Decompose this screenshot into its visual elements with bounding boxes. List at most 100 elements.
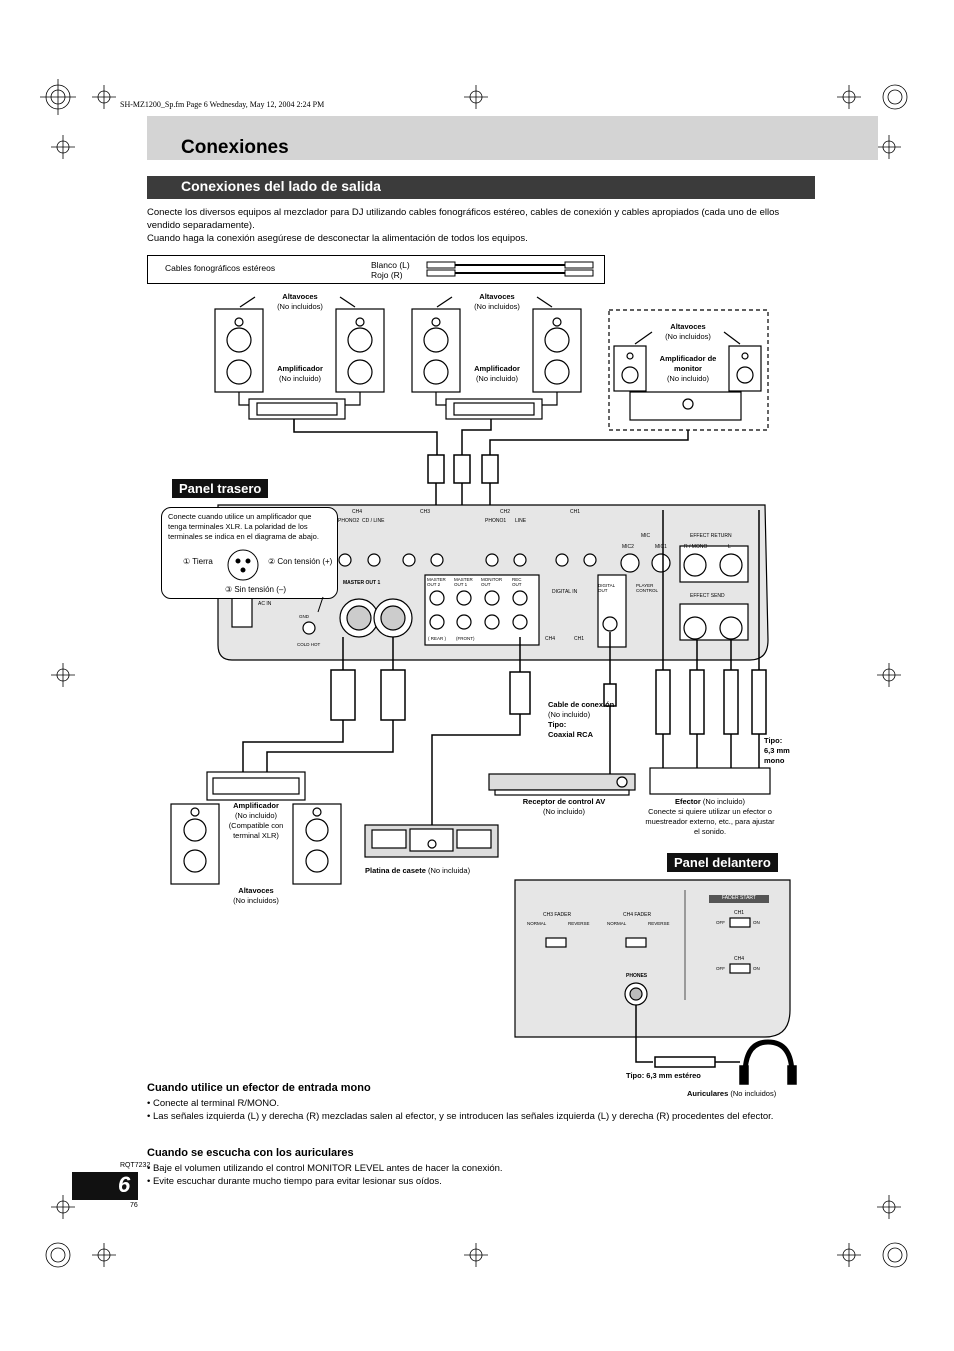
headphones-bullets: • Baje el volumen utilizando el control … [147, 1162, 815, 1188]
label-ch2: CH2 [500, 509, 511, 515]
label-off-2: OFF [716, 966, 725, 971]
rear-panel [217, 504, 769, 661]
label-master-out1b: MASTER OUT 1 [454, 577, 473, 587]
label-cdline: CD / LINE [362, 518, 385, 524]
speakers-2-title: Altavoces [479, 292, 515, 301]
intro-line-2: Cuando haga la conexión asegúrese de des… [147, 233, 528, 244]
label-effect-send: EFFECT SEND [690, 593, 725, 599]
cable-legend-red: Rojo (R) [371, 270, 403, 280]
cable-legend-label: Cables fonográficos estéreos [165, 263, 276, 273]
speakers-1-note: (No incluidos) [277, 302, 323, 311]
speakers-2-note: (No incluidos) [474, 302, 520, 311]
footer-code: RQT7232 [120, 1162, 151, 1169]
label-mic2: MIC2 [622, 544, 634, 550]
label-ac-in: AC IN [258, 601, 272, 607]
registration-marks [40, 79, 908, 1268]
speakers-monitor-title: Altavoces [670, 322, 706, 331]
label-phono1: PHONO1 [485, 518, 507, 524]
label-monitor-out: MONITOR OUT [481, 577, 503, 587]
cassette-note: (No incluida) [427, 866, 471, 875]
label-rear: ( REAR ) [428, 636, 446, 641]
amp-1-title: Amplificador [277, 364, 323, 373]
effector-box [649, 767, 771, 795]
coax-note: (No incluido) [548, 710, 591, 719]
label-ch4-fader: CH4 FADER [623, 912, 652, 918]
output-cables [293, 419, 689, 577]
speakers-1-title: Altavoces [282, 292, 318, 301]
amp-1-note: (No incluido) [278, 374, 322, 383]
speakers-xlr-note: (No incluidos) [233, 896, 279, 905]
page-number: 6 [118, 1172, 131, 1197]
speakers-amp-1 [214, 296, 385, 430]
effector-title: Efector [674, 797, 701, 806]
amp-2-title: Amplificador [474, 364, 520, 373]
label-effect-return: EFFECT RETURN [690, 533, 732, 539]
intro-text: Conecte los diversos equipos al mezclado… [147, 206, 815, 245]
av-receiver-title: Receptor de control AV [522, 797, 606, 806]
section-title-bar [147, 176, 815, 199]
intro-line-1: Conecte los diversos equipos al mezclado… [147, 207, 780, 231]
label-on-2: ON [753, 966, 760, 971]
speakers-monitor-note: (No incluidos) [665, 332, 711, 341]
page-number-box [72, 1172, 138, 1200]
coax-title: Cable de conexión [548, 700, 615, 709]
label-ch3-fader: CH3 FADER [543, 912, 572, 918]
xlr-bubble-text: Conecte cuando utilice un amplificador q… [168, 512, 319, 541]
amp-2-note: (No incluido) [475, 374, 519, 383]
label-master-out2: MASTER OUT 2 [427, 577, 446, 587]
mono-heading: Cuando utilice un efector de entrada mon… [147, 1082, 371, 1094]
headphones-bullet-2: • Evite escuchar durante mucho tiempo pa… [147, 1176, 442, 1187]
jack-type-value: 6,3 mm mono [764, 746, 790, 765]
amp-monitor-title: Amplificador de monitor [659, 354, 717, 373]
monitor-group [608, 309, 769, 431]
label-master-out1: MASTER OUT 1 [343, 580, 381, 586]
footer-subpage: 76 [130, 1202, 138, 1209]
lower-cables [242, 510, 767, 828]
label-mic1: MIC1 [655, 544, 667, 550]
xlr-amp-speakers [170, 771, 342, 885]
rca-cable-legend-icon [426, 261, 594, 277]
label-reverse-1: REVERSE [568, 921, 590, 926]
label-reverse-2: REVERSE [648, 921, 670, 926]
label-front: (FRONT) [456, 636, 475, 641]
cable-legend-white: Blanco (L) [371, 260, 410, 270]
label-phono2: PHONO2 [338, 518, 360, 524]
amp-xlr-note: (No incluido) (Compatible con terminal X… [228, 811, 284, 840]
label-ch1b: CH1 [574, 636, 585, 642]
label-front-ch4: CH4 [734, 956, 745, 962]
label-front-ch1: CH1 [734, 910, 745, 916]
jack-type-label: Tipo: 6,3 mm mono [764, 736, 806, 766]
page-title: Conexiones [181, 137, 289, 158]
label-normal-1: NORMAL [527, 921, 547, 926]
label-normal-2: NORMAL [607, 921, 627, 926]
front-panel-label: Panel delantero [667, 853, 778, 872]
section-title: Conexiones del lado de salida [181, 178, 381, 194]
label-digital-out: DIGITAL OUT [598, 583, 616, 593]
cable-legend [147, 255, 605, 284]
speakers-xlr-title: Altavoces [238, 886, 274, 895]
stereo-type-label: Tipo: 6,3 mm estéreo [626, 1071, 701, 1080]
label-ch3: CH3 [420, 509, 431, 515]
coax-type: Coaxial RCA [548, 730, 594, 739]
file-header: SH-MZ1200_Sp.fm Page 6 Wednesday, May 12… [120, 100, 325, 109]
front-panel [514, 879, 791, 1038]
label-rmono: R / MONO [684, 544, 708, 550]
xlr-pin1-label: ① Tierra [183, 557, 213, 566]
headphone-cable [635, 1005, 797, 1085]
label-fader-start: FADER START [709, 895, 769, 903]
label-off-1: OFF [716, 920, 725, 925]
label-l: L [728, 544, 731, 550]
jack-type-prefix: Tipo: [764, 736, 783, 745]
label-ch4b: CH4 [545, 636, 556, 642]
av-receiver-note: (No incluido) [542, 807, 586, 816]
label-player-control: PLAYER CONTROL [636, 583, 659, 593]
label-line: LINE [515, 518, 527, 524]
label-digital-in: DIGITAL IN [552, 589, 578, 595]
label-phones: PHONES [626, 973, 648, 979]
mono-bullet-2: • Las señales izquierda (L) y derecha (R… [147, 1111, 774, 1122]
rear-panel-label: Panel trasero [172, 479, 269, 498]
label-rec-out: REC OUT [512, 577, 522, 587]
xlr-pin3-label: ③ Sin tensión (–) [225, 585, 286, 594]
